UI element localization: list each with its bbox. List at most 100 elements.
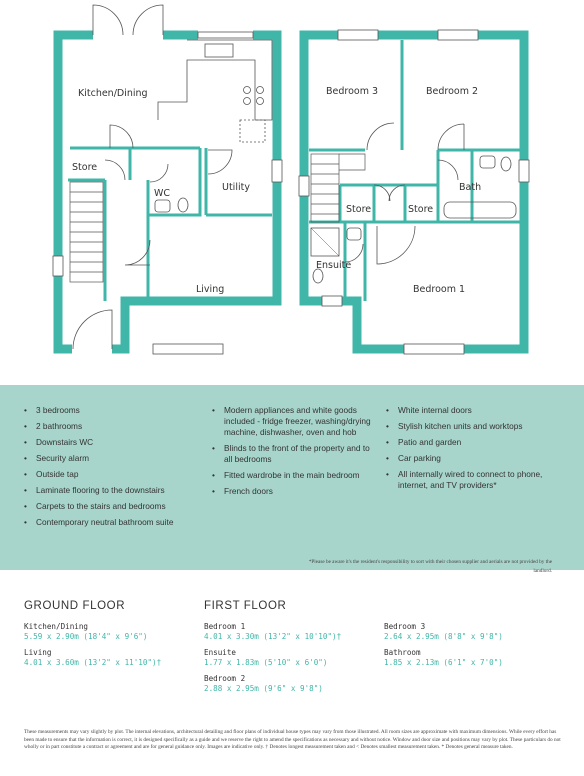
room-dimension: Kitchen/Dining 5.59 x 2.90m (18'4" x 9'6… bbox=[24, 622, 147, 642]
bath-basin bbox=[479, 155, 496, 169]
feature-item: Security alarm bbox=[24, 453, 199, 464]
room-size: 5.59 x 2.90m (18'4" x 9'6") bbox=[24, 632, 148, 641]
features-column-3: White internal doors Stylish kitchen uni… bbox=[386, 405, 566, 496]
room-name: Bedroom 3 bbox=[384, 622, 426, 631]
living-door bbox=[124, 239, 151, 266]
utility-door bbox=[207, 149, 233, 175]
room-label-bedroom1: Bedroom 1 bbox=[413, 284, 465, 295]
bedroom3-window bbox=[337, 29, 379, 41]
room-label-store-ground: Store bbox=[72, 162, 97, 173]
room-dimension: Bathroom 1.85 x 2.13m (6'1" x 7'0") bbox=[384, 648, 503, 668]
internal-walls-ground bbox=[68, 146, 272, 301]
store-door bbox=[104, 159, 126, 181]
kitchen-sink bbox=[204, 43, 234, 58]
ground-stairs bbox=[69, 181, 104, 283]
room-size: 2.64 x 2.95m (8'8" x 9'8") bbox=[384, 632, 503, 641]
feature-item: Carpets to the stairs and bedrooms bbox=[24, 501, 199, 512]
ground-floor-outer-wall bbox=[53, 30, 282, 354]
utility-window bbox=[271, 159, 283, 183]
french-doors-gap bbox=[93, 30, 163, 40]
landing-window bbox=[298, 175, 310, 197]
legal-footer: These measurements may vary slightly by … bbox=[24, 729, 561, 750]
feature-item: Modern appliances and white goods includ… bbox=[212, 405, 372, 438]
bedroom1-window bbox=[403, 343, 465, 355]
front-door-swing bbox=[72, 309, 113, 350]
living-window bbox=[152, 343, 224, 355]
feature-item: Blinds to the front of the property and … bbox=[212, 443, 372, 465]
ensuite-basin bbox=[346, 227, 362, 241]
feature-item: Downstairs WC bbox=[24, 437, 199, 448]
hob-ring bbox=[243, 86, 251, 94]
kitchen-worktop bbox=[157, 39, 273, 121]
appliance-space bbox=[239, 119, 266, 143]
room-size: 1.77 x 1.83m (5'10" x 6'0") bbox=[204, 658, 328, 667]
first-floor-heading: FIRST FLOOR bbox=[204, 600, 287, 612]
wc-basin bbox=[154, 199, 171, 213]
feature-item: All internally wired to connect to phone… bbox=[386, 469, 566, 491]
room-dimension: Bedroom 2 2.88 x 2.95m (9'6" x 9'8") bbox=[204, 674, 323, 694]
room-label-living: Living bbox=[196, 284, 224, 295]
bedroom3-door bbox=[366, 122, 395, 151]
room-size: 4.01 x 3.60m (13'2" x 11'10")† bbox=[24, 658, 162, 667]
feature-item: 3 bedrooms bbox=[24, 405, 199, 416]
bedroom2-window bbox=[437, 29, 479, 41]
feature-item: Patio and garden bbox=[386, 437, 566, 448]
bath-window bbox=[518, 159, 530, 183]
room-name: Bedroom 2 bbox=[204, 674, 246, 683]
room-dimension: Bedroom 1 4.01 x 3.30m (13'2" x 10'10")† bbox=[204, 622, 341, 642]
ensuite-shower-diagonal bbox=[310, 227, 340, 257]
room-label-bedroom2: Bedroom 2 bbox=[426, 86, 478, 97]
hob-ring bbox=[256, 97, 264, 105]
ensuite-toilet bbox=[312, 268, 324, 284]
floor-plans: Kitchen/Dining Store WC Utility Living bbox=[52, 4, 530, 355]
first-floor-plan: Bedroom 3 Bedroom 2 Bath Store Store Ens… bbox=[298, 29, 530, 355]
french-door-left bbox=[92, 4, 124, 36]
room-label-kitchen-dining: Kitchen/Dining bbox=[78, 88, 148, 99]
feature-item: White internal doors bbox=[386, 405, 566, 416]
bath-door bbox=[437, 159, 459, 181]
internal-walls-first bbox=[309, 40, 520, 301]
features-panel: 3 bedrooms 2 bathrooms Downstairs WC Sec… bbox=[0, 385, 584, 570]
room-dimension: Bedroom 3 2.64 x 2.95m (8'8" x 9'8") bbox=[384, 622, 503, 642]
ensuite-window bbox=[321, 295, 343, 307]
side-window-ground bbox=[52, 255, 64, 277]
store-door-1 bbox=[373, 184, 391, 202]
kitchen-window bbox=[198, 30, 253, 40]
kitchen-window-frame bbox=[197, 31, 254, 39]
feature-item: Outside tap bbox=[24, 469, 199, 480]
room-dimension: Ensuite 1.77 x 1.83m (5'10" x 6'0") bbox=[204, 648, 327, 668]
bedroom2-door bbox=[437, 123, 465, 151]
room-label-store-first-2: Store bbox=[408, 204, 433, 215]
bath-tub bbox=[443, 201, 517, 219]
hob-ring bbox=[256, 86, 264, 94]
room-label-store-first-1: Store bbox=[346, 204, 371, 215]
room-label-bedroom3: Bedroom 3 bbox=[326, 86, 378, 97]
room-name: Bedroom 1 bbox=[204, 622, 246, 631]
french-door-right bbox=[132, 4, 164, 36]
feature-item: Laminate flooring to the downstairs bbox=[24, 485, 199, 496]
features-column-1: 3 bedrooms 2 bathrooms Downstairs WC Sec… bbox=[24, 405, 199, 533]
room-size: 4.01 x 3.30m (13'2" x 10'10")† bbox=[204, 632, 342, 641]
bedroom1-door bbox=[376, 225, 416, 265]
feature-item: 2 bathrooms bbox=[24, 421, 199, 432]
first-stairs bbox=[310, 153, 366, 223]
feature-item: Stylish kitchen units and worktops bbox=[386, 421, 566, 432]
room-label-wc: WC bbox=[154, 188, 170, 199]
room-name: Bathroom bbox=[384, 648, 421, 657]
ensuite-door bbox=[344, 243, 364, 263]
room-name: Ensuite bbox=[204, 648, 237, 657]
resident-disclaimer: *Please be aware it's the resident's res… bbox=[308, 559, 552, 574]
feature-item: Contemporary neutral bathroom suite bbox=[24, 517, 199, 528]
feature-item: Car parking bbox=[386, 453, 566, 464]
room-size: 2.88 x 2.95m (9'6" x 9'8") bbox=[204, 684, 323, 693]
room-label-bath: Bath bbox=[459, 182, 481, 193]
kitchen-door bbox=[109, 124, 134, 149]
first-floor-outer-wall bbox=[299, 30, 529, 354]
features-column-2: Modern appliances and white goods includ… bbox=[212, 405, 372, 502]
room-label-ensuite: Ensuite bbox=[316, 260, 351, 271]
bath-toilet bbox=[500, 156, 512, 172]
ensuite-shower bbox=[310, 227, 340, 257]
room-name: Kitchen/Dining bbox=[24, 622, 89, 631]
wc-door bbox=[149, 163, 169, 183]
room-name: Living bbox=[24, 648, 52, 657]
